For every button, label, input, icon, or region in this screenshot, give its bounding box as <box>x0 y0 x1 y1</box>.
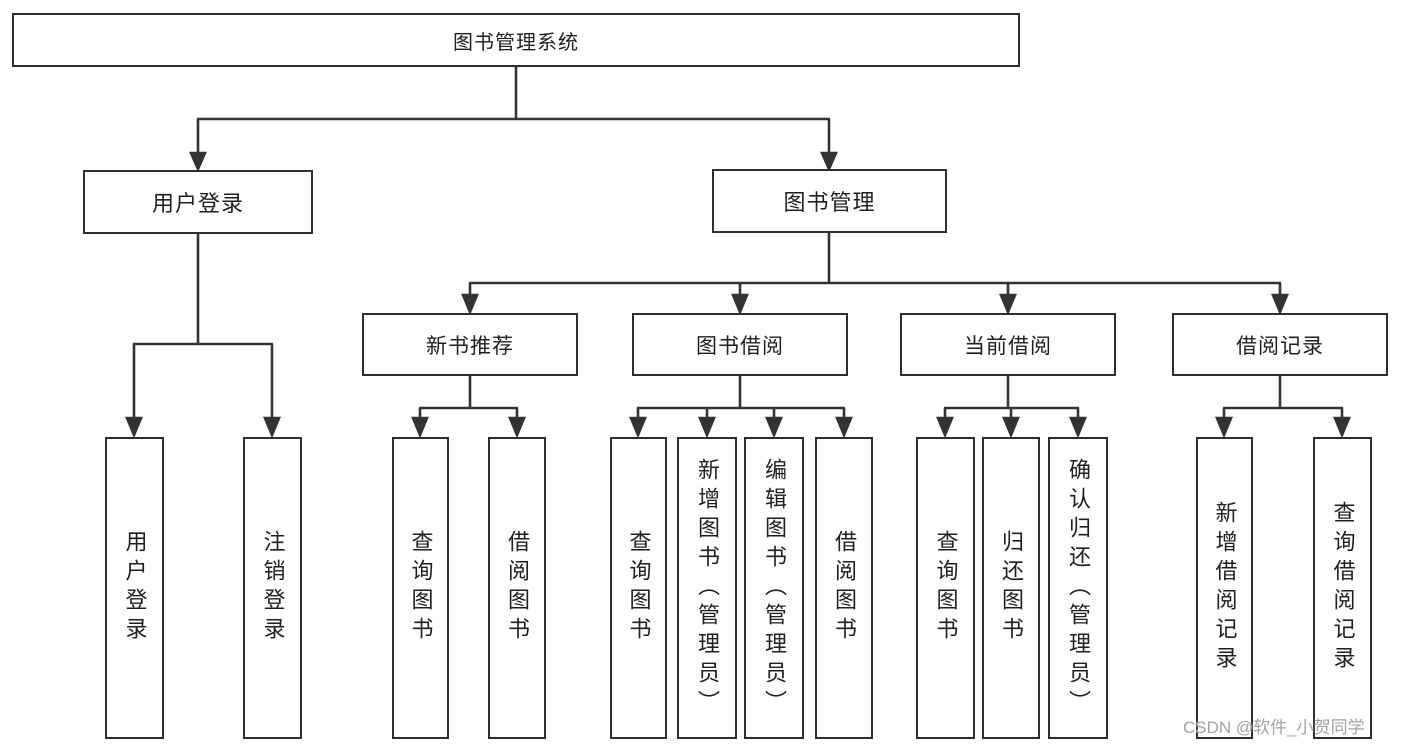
leaf-confirm-return-admin-label: 确认归还（管理员） <box>1066 457 1091 719</box>
leaf-logout: 注销登录 <box>243 437 302 739</box>
leaf-user-login-label: 用户登录 <box>122 530 148 646</box>
leaf-add-borrow-record-label: 新增借阅记录 <box>1212 501 1238 675</box>
leaf-query-books-current: 查询图书 <box>916 437 975 739</box>
node-book-borrow-label: 图书借阅 <box>696 334 784 358</box>
node-current-borrow: 当前借阅 <box>900 313 1116 376</box>
node-borrow-records-label: 借阅记录 <box>1236 334 1324 358</box>
leaf-add-book-admin-label: 新增图书（管理员） <box>695 457 720 719</box>
node-user-login-label: 用户登录 <box>151 191 244 216</box>
leaf-return-book-label: 归还图书 <box>999 530 1024 646</box>
node-book-management-label: 图书管理 <box>783 190 876 215</box>
leaf-query-books-recommend-label: 查询图书 <box>408 530 434 646</box>
leaf-query-borrow-record-label: 查询借阅记录 <box>1330 501 1356 675</box>
leaf-edit-book-admin-label: 编辑图书（管理员） <box>762 457 787 719</box>
node-borrow-records: 借阅记录 <box>1172 313 1388 376</box>
leaf-query-borrow-record: 查询借阅记录 <box>1313 437 1372 739</box>
leaf-query-books-borrow-label: 查询图书 <box>626 530 652 646</box>
node-new-book-recommend-label: 新书推荐 <box>426 334 514 358</box>
leaf-add-borrow-record: 新增借阅记录 <box>1196 437 1253 739</box>
leaf-query-books-recommend: 查询图书 <box>392 437 449 739</box>
node-current-borrow-label: 当前借阅 <box>964 334 1052 358</box>
leaf-confirm-return-admin: 确认归还（管理员） <box>1048 437 1108 739</box>
node-new-book-recommend: 新书推荐 <box>362 313 578 376</box>
node-book-borrow: 图书借阅 <box>632 313 848 376</box>
watermark: CSDN @软件_小贺同学 <box>1183 718 1365 737</box>
node-root-label: 图书管理系统 <box>453 31 579 54</box>
node-user-login: 用户登录 <box>83 170 313 234</box>
leaf-borrow-books-label: 借阅图书 <box>832 530 857 646</box>
leaf-borrow-books-recommend: 借阅图书 <box>488 437 546 739</box>
leaf-borrow-books: 借阅图书 <box>815 437 873 739</box>
leaf-return-book: 归还图书 <box>982 437 1040 739</box>
leaf-query-books-borrow: 查询图书 <box>610 437 667 739</box>
node-root: 图书管理系统 <box>12 13 1020 67</box>
leaf-logout-label: 注销登录 <box>260 530 286 646</box>
node-book-management: 图书管理 <box>712 169 947 233</box>
leaf-borrow-books-recommend-label: 借阅图书 <box>505 530 530 646</box>
leaf-user-login: 用户登录 <box>105 437 164 739</box>
leaf-edit-book-admin: 编辑图书（管理员） <box>744 437 804 739</box>
leaf-add-book-admin: 新增图书（管理员） <box>677 437 737 739</box>
leaf-query-books-current-label: 查询图书 <box>933 530 959 646</box>
